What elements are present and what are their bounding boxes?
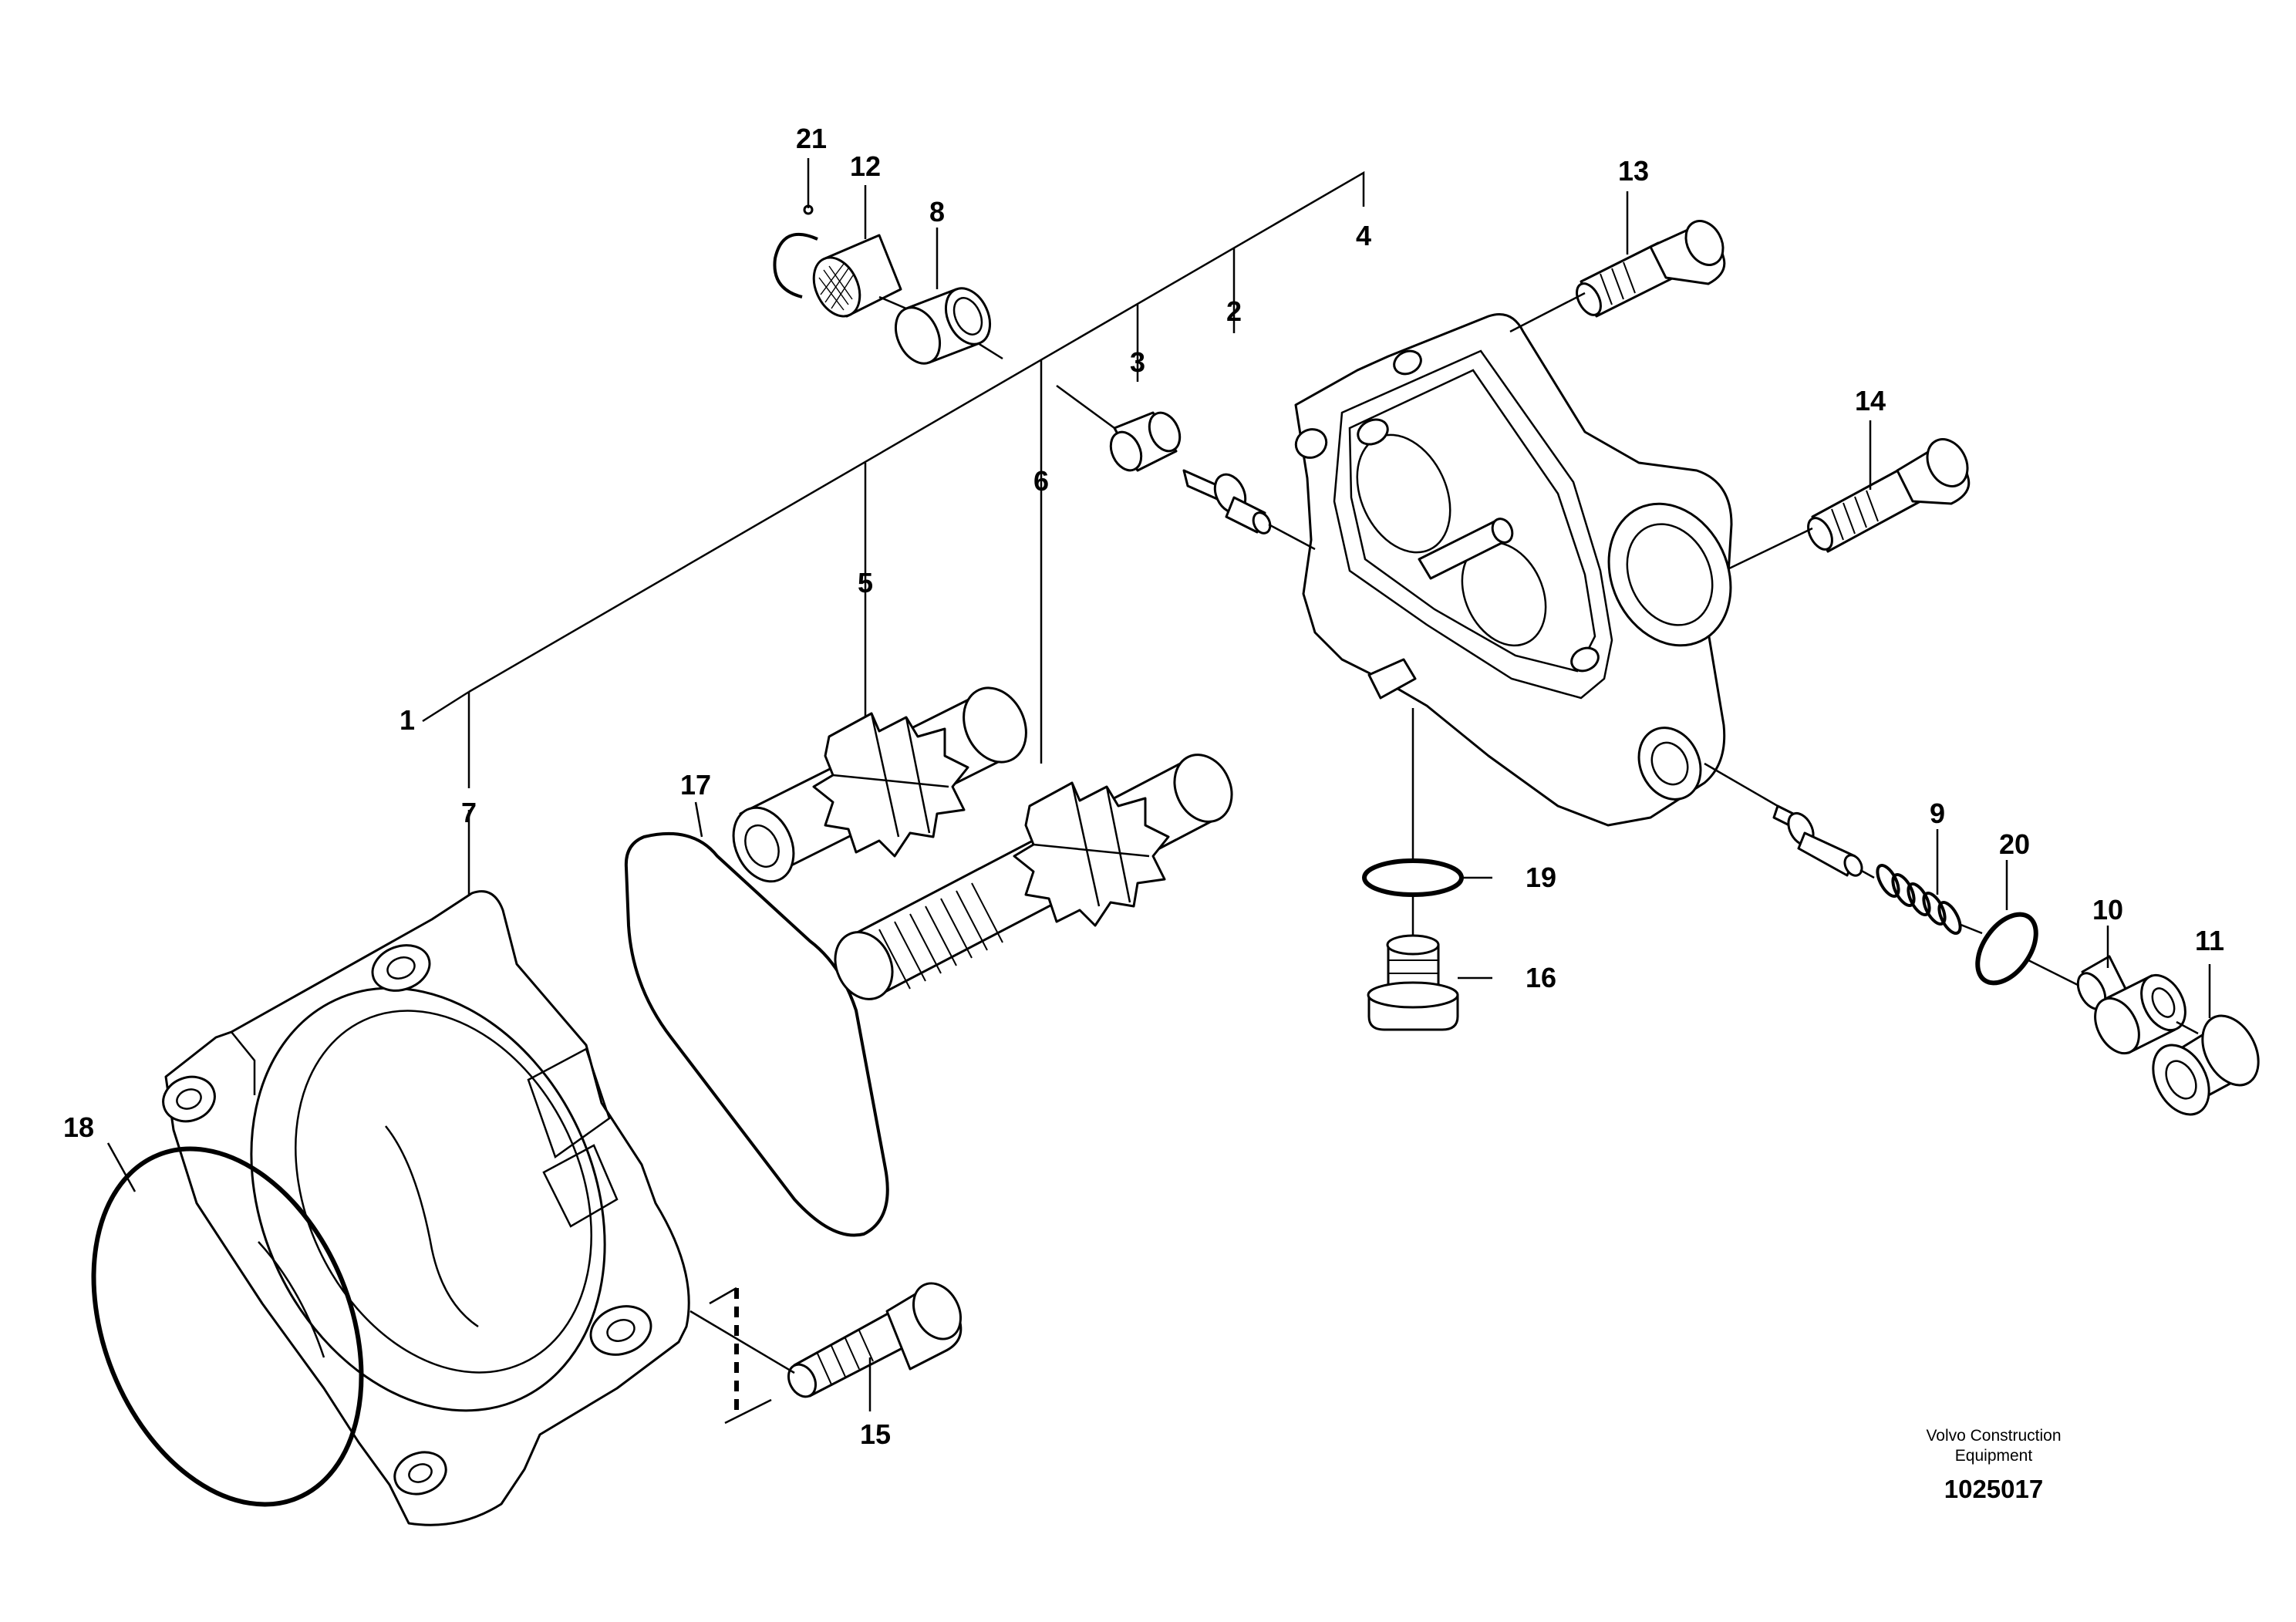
callout-10: 10 — [2092, 894, 2123, 926]
callout-21: 21 — [796, 123, 827, 154]
large-o-ring — [91, 1146, 364, 1507]
callout-13: 13 — [1618, 155, 1649, 187]
gasket — [624, 831, 889, 1237]
valve-plunger — [1182, 469, 1316, 551]
drain-plug — [1367, 895, 1492, 1031]
callout-8: 8 — [929, 196, 945, 228]
callout-1: 1 — [400, 704, 415, 736]
drive-gear-long — [834, 754, 1233, 1000]
pump-body-housing — [162, 890, 690, 1526]
bushing — [878, 228, 1003, 365]
callout-2: 2 — [1226, 295, 1242, 327]
credit-company: Volvo Construction — [1926, 1427, 2061, 1445]
callout-18: 18 — [63, 1111, 94, 1143]
callout-3: 3 — [1130, 346, 1145, 378]
callout-19: 19 — [1526, 862, 1556, 893]
callout-12: 12 — [850, 150, 881, 182]
lock-nut — [2152, 964, 2260, 1116]
callout-5: 5 — [858, 567, 873, 599]
drawing-credit: Volvo Construction Equipment 1025017 — [1926, 1427, 2061, 1503]
callout-14: 14 — [1855, 385, 1886, 416]
callout-16: 16 — [1526, 962, 1556, 993]
credit-division: Equipment — [1955, 1447, 2033, 1465]
strainer-filter — [812, 185, 902, 318]
drive-gear-short — [732, 686, 1027, 883]
callout-15: 15 — [860, 1418, 891, 1450]
leader-lines — [106, 690, 703, 1192]
relief-valve-spring — [1704, 762, 1983, 935]
callout-7: 7 — [461, 797, 477, 828]
callout-6: 6 — [1033, 465, 1049, 497]
valve-o-ring — [1975, 860, 2083, 989]
callout-4: 4 — [1356, 220, 1371, 251]
callout-11: 11 — [2195, 925, 2224, 956]
cover-bolt-upper — [1509, 191, 1726, 333]
valve-adjusting-screw — [2076, 926, 2199, 1055]
snap-ring — [773, 158, 818, 298]
callout-20: 20 — [1999, 828, 2030, 860]
pump-cover — [1294, 313, 1733, 827]
cover-bolt-lower — [1727, 420, 1971, 571]
callout-9: 9 — [1930, 798, 1945, 829]
assembly-bracket — [467, 170, 1365, 788]
drawing-id: 1025017 — [1944, 1475, 2043, 1503]
callout-labels: 1 2 3 4 5 6 7 8 9 10 11 12 13 14 15 16 1… — [63, 123, 2224, 1450]
housing-bolt — [689, 1282, 963, 1425]
valve-fitting — [1056, 384, 1182, 472]
callout-17: 17 — [680, 769, 711, 801]
